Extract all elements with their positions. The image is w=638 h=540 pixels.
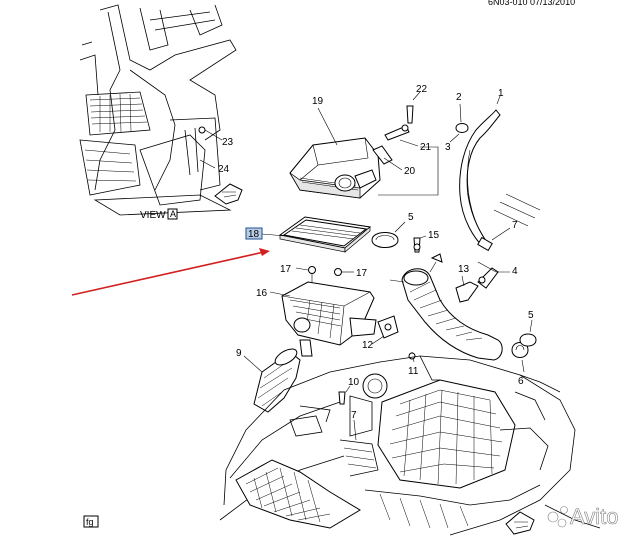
watermark-text: Avito — [570, 504, 619, 529]
callout-5-upper: 5 — [408, 212, 414, 223]
clamp-and-bolt: 5 15 — [371, 212, 440, 253]
callout-23: 23 — [222, 137, 234, 148]
callout-6: 6 — [518, 376, 524, 387]
callout-2: 2 — [456, 92, 462, 103]
air-filter-element: 18 — [245, 216, 372, 253]
sensor-assembly: 20 21 22 — [372, 84, 439, 196]
fasteners-10-7: 10 7 — [338, 377, 360, 441]
engine-bay — [219, 355, 601, 536]
intake-duct: 6 5 11 — [401, 253, 537, 387]
callout-5-lower: 5 — [528, 310, 534, 321]
air-cleaner-cover: 19 — [289, 96, 381, 199]
view-label: VIEW — [140, 210, 166, 221]
view-letter-box — [167, 208, 178, 220]
callout-21: 21 — [420, 142, 432, 153]
view-letter: A — [170, 209, 176, 219]
callout-16: 16 — [256, 288, 268, 299]
pcv-hose: 1 2 3 7 — [445, 88, 541, 252]
callout-20: 20 — [404, 166, 416, 177]
callout-17-left: 17 — [280, 264, 292, 275]
red-pointer-arrow — [71, 248, 270, 296]
watermark: Avito — [547, 504, 619, 529]
callout-1: 1 — [498, 88, 504, 99]
inlet-snorkel: 9 — [236, 348, 301, 413]
orientation-marker — [505, 511, 535, 535]
footer-tag-box — [83, 515, 99, 528]
view-a-inset: 23 24 VIEW A — [79, 4, 243, 221]
footer-tag: fg — [86, 517, 94, 527]
callout-18: 18 — [248, 229, 260, 240]
callout-4: 4 — [512, 266, 518, 277]
callout-24: 24 — [218, 164, 230, 175]
callout-9: 9 — [236, 348, 242, 359]
callout-11: 11 — [408, 366, 419, 377]
callout-7: 7 — [512, 220, 518, 231]
highlight-box-18 — [245, 227, 263, 240]
callout-3: 3 — [445, 142, 451, 153]
callout-19: 19 — [312, 96, 324, 107]
callout-7-lower: 7 — [351, 410, 357, 421]
document-id: 6N03-010 07/13/2010 — [488, 0, 575, 7]
callout-13: 13 — [458, 264, 470, 275]
view-arrow-icon-lower — [505, 511, 535, 535]
callout-17-right: 17 — [356, 268, 368, 279]
air-cleaner-housing: 16 — [256, 281, 377, 357]
watermark-dot-icon — [547, 511, 559, 523]
callout-12: 12 — [362, 340, 374, 351]
callout-22: 22 — [416, 84, 428, 95]
fasteners-17: 17 17 — [280, 264, 368, 290]
callout-15: 15 — [428, 230, 440, 241]
callout-10: 10 — [348, 377, 360, 388]
bracket-12: 12 — [362, 315, 399, 351]
small-vent-hose: 13 4 — [455, 261, 518, 303]
view-arrow-icon — [214, 183, 243, 205]
